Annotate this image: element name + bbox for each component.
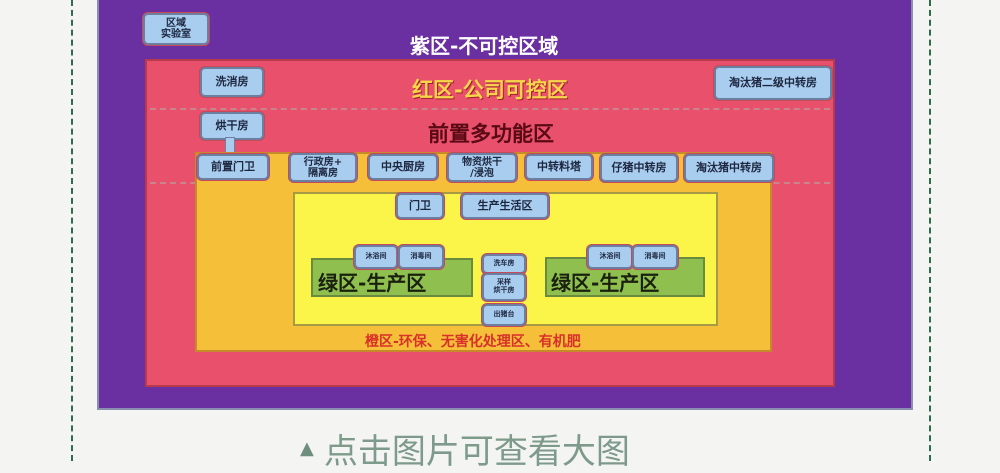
front-zone-title: 前置多功能区 — [428, 122, 554, 146]
left-border-line — [71, 0, 73, 461]
room-kitchen: 中央厨房 — [368, 154, 438, 180]
room-living: 生产生活区 — [461, 193, 549, 219]
room-front-gate: 前置门卫 — [197, 154, 269, 180]
right-border-line — [929, 0, 931, 461]
red-zone-title: 红区-公司可控区 — [412, 78, 568, 102]
room-disinfect-right: 消毒间 — [632, 245, 678, 269]
room-sample-dry: 采样 烘干房 — [482, 273, 526, 301]
room-wash: 洗消房 — [200, 67, 264, 97]
room-cull-secondary: 淘汰猪二级中转房 — [714, 66, 832, 100]
caption[interactable]: ▲ 点击图片可查看大图 — [300, 424, 630, 473]
green-zone-left-title: 绿区-生产区 — [318, 271, 427, 295]
room-carwash: 洗车房 — [482, 254, 526, 274]
room-bath-right: 沐浴间 — [587, 245, 633, 269]
room-bath-left: 沐浴间 — [354, 245, 398, 269]
room-feed-tower: 中转料塔 — [525, 154, 593, 180]
triangle-up-icon: ▲ — [300, 438, 314, 459]
room-gate: 门卫 — [396, 193, 444, 219]
room-piglet: 仔猪中转房 — [600, 154, 678, 182]
dashed-divider — [150, 108, 830, 110]
orange-zone-title: 橙区-环保、无害化处理区、有机肥 — [365, 334, 581, 350]
caption-text: 点击图片可查看大图 — [323, 432, 630, 472]
room-admin: 行政房+ 隔离房 — [289, 153, 357, 182]
purple-zone-title: 紫区-不可控区域 — [410, 34, 559, 58]
room-cull: 淘汰猪中转房 — [684, 154, 774, 182]
green-zone-right-title: 绿区-生产区 — [551, 271, 660, 295]
room-disinfect-left: 消毒间 — [398, 245, 444, 269]
room-dry: 烘干房 — [200, 112, 264, 140]
room-lab: 区域 实验室 — [143, 13, 209, 45]
room-material: 物资烘干 /浸泡 — [447, 153, 517, 182]
room-loading: 出猪台 — [482, 304, 526, 326]
